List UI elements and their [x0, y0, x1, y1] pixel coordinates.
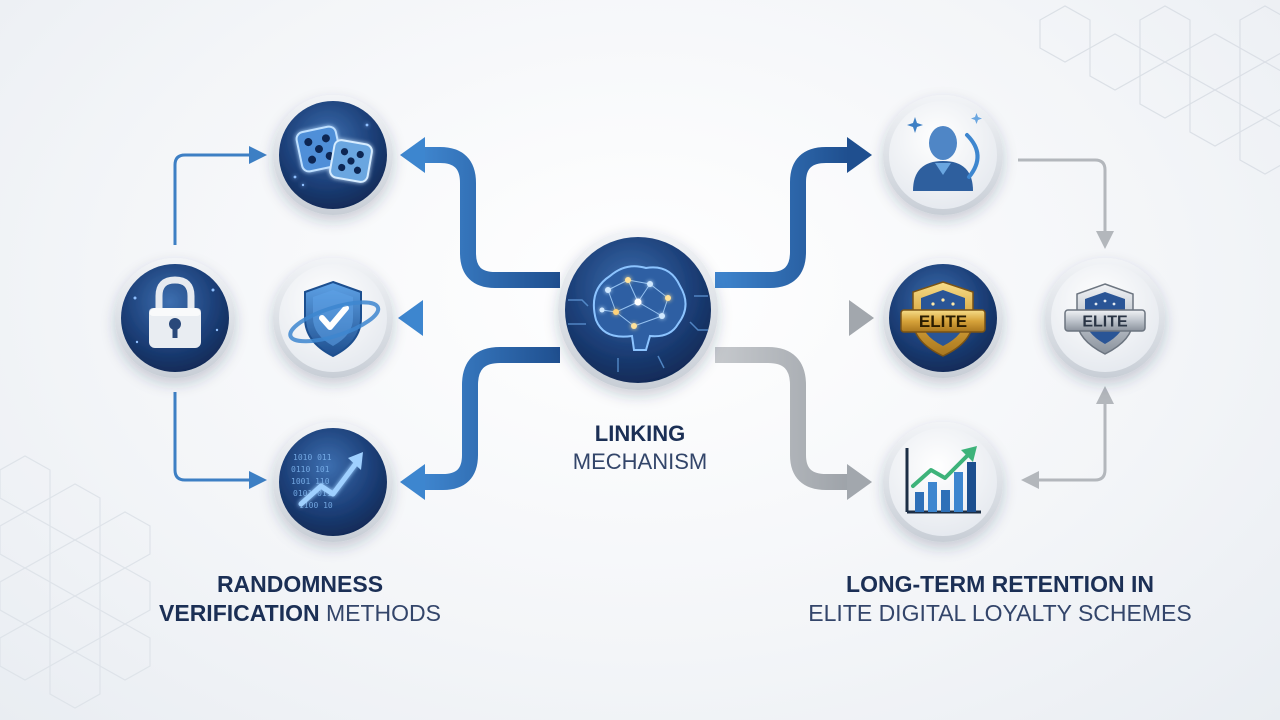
- connector-avatar-to-silver: [1018, 158, 1114, 249]
- connector-chart-to-silver: [1021, 386, 1114, 489]
- node-ai-brain[interactable]: [558, 230, 718, 390]
- label-randomness-verification: RANDOMNESS VERIFICATION METHODS: [150, 570, 450, 628]
- node-user-avatar[interactable]: [883, 95, 1003, 215]
- hexagon-pattern-bottom-left: [0, 455, 151, 709]
- label-right-line1: LONG-TERM RETENTION IN: [846, 571, 1154, 597]
- svg-text:0110 101: 0110 101: [291, 465, 330, 474]
- label-left-line2-bold: VERIFICATION: [159, 599, 320, 626]
- ai-brain-icon: [568, 265, 708, 372]
- left-cycle-connectors: [173, 146, 267, 489]
- center-to-left-arrows: [398, 137, 560, 500]
- node-elite-gold[interactable]: ELITE: [883, 258, 1003, 378]
- node-dice[interactable]: [273, 95, 393, 215]
- node-elite-silver[interactable]: ELITE: [1045, 258, 1165, 378]
- label-left-line2-rest: METHODS: [319, 599, 441, 626]
- growth-bar-chart-icon: [905, 446, 981, 514]
- elite-silver-badge-icon: ELITE: [1064, 283, 1146, 355]
- node-padlock[interactable]: [115, 258, 235, 378]
- connector-lock-to-binary: [173, 392, 267, 489]
- label-right-line2: ELITE DIGITAL LOYALTY SCHEMES: [808, 599, 1192, 626]
- binary-growth-icon: 1010 011 0110 101 1001 110 0101 011 1100…: [291, 452, 363, 510]
- svg-text:1001 110: 1001 110: [291, 477, 330, 486]
- node-shield-check[interactable]: [273, 258, 393, 378]
- arrow-to-growth-chart: [715, 347, 848, 490]
- node-binary-growth[interactable]: 1010 011 0110 101 1001 110 0101 011 1100…: [273, 422, 393, 542]
- center-to-right-arrows: [715, 137, 874, 500]
- right-cycle-connectors: [1018, 158, 1114, 489]
- svg-text:1100 10: 1100 10: [299, 501, 333, 510]
- label-long-term-retention: LONG-TERM RETENTION IN ELITE DIGITAL LOY…: [800, 570, 1200, 628]
- shield-check-icon: [288, 280, 381, 358]
- node-growth-chart[interactable]: [883, 422, 1003, 542]
- svg-text:1010 011: 1010 011: [293, 453, 332, 462]
- connector-lock-to-dice: [173, 146, 267, 245]
- label-left-line1: RANDOMNESS: [216, 571, 384, 597]
- dice-icon: [293, 123, 373, 187]
- label-linking-mechanism: LINKING MECHANISM: [520, 420, 760, 475]
- arrow-to-avatar: [715, 147, 848, 288]
- arrow-to-binary: [422, 347, 560, 490]
- elite-silver-text: ELITE: [1082, 314, 1128, 331]
- hexagon-pattern-top-right: [1039, 5, 1280, 175]
- elite-gold-text: ELITE: [919, 312, 967, 331]
- padlock-icon: [133, 276, 219, 348]
- arrow-to-dice: [420, 147, 560, 288]
- elite-gold-badge-icon: ELITE: [900, 281, 986, 357]
- label-center-line1: LINKING: [594, 421, 686, 446]
- user-avatar-icon: [907, 113, 982, 191]
- label-center-line2: MECHANISM: [572, 448, 708, 474]
